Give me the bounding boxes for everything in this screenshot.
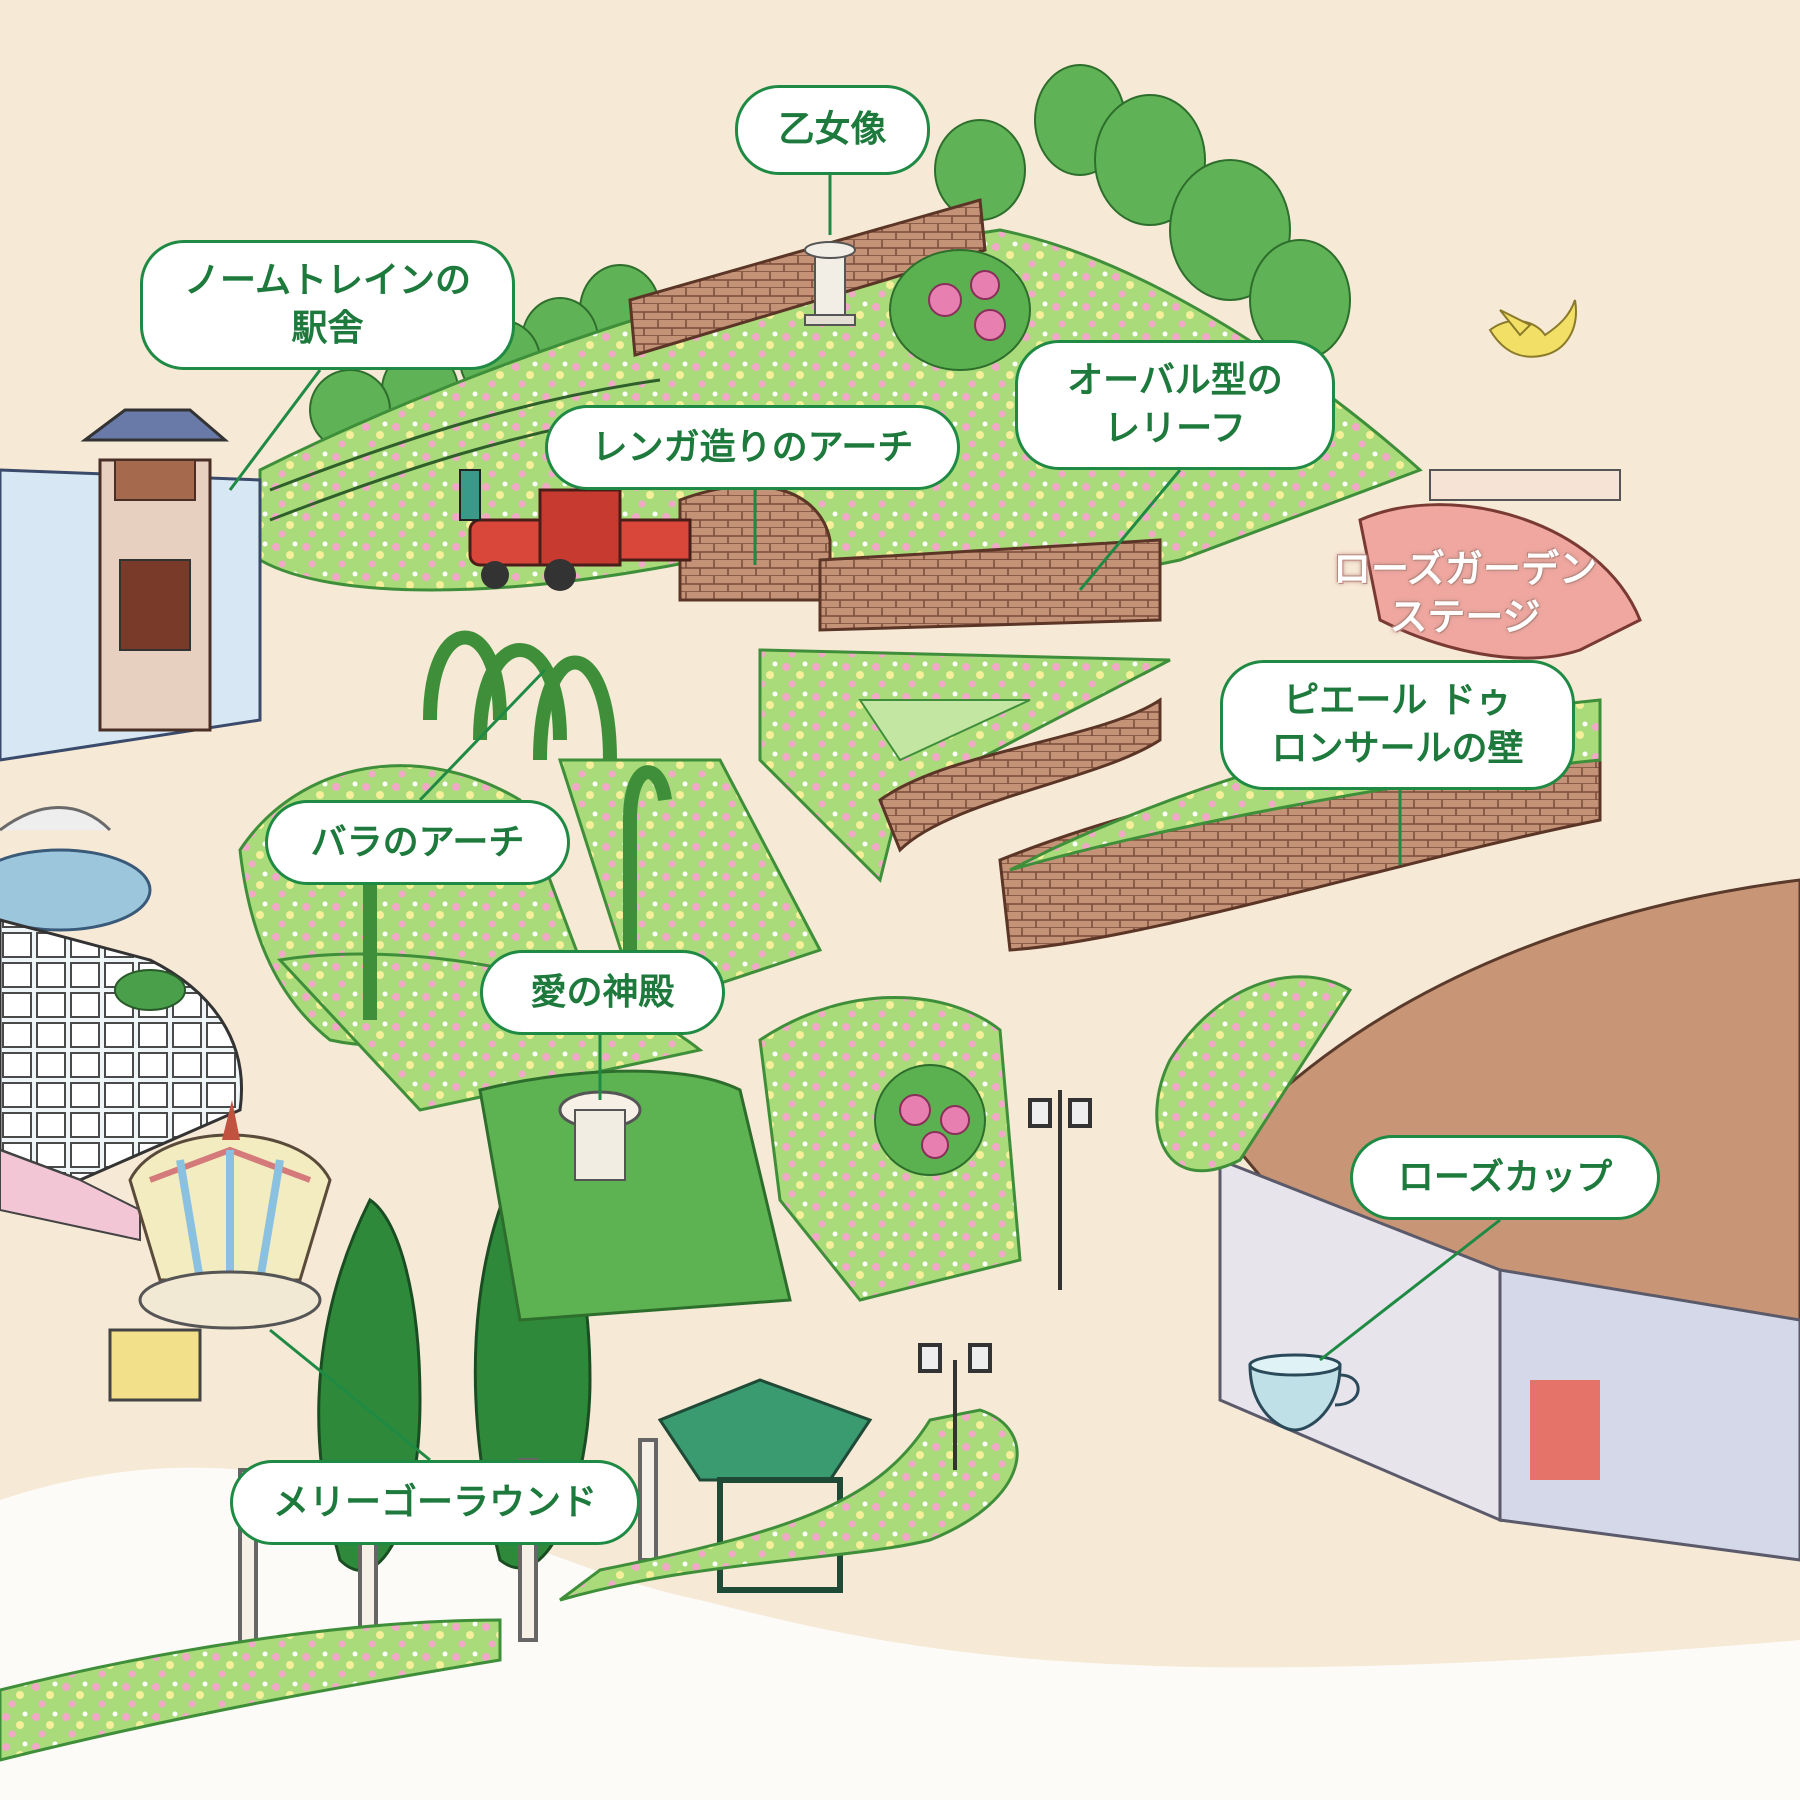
label-rose-arch-text: バラのアーチ [310,821,525,863]
label-oval-relief-line2: レリーフ [1104,408,1246,449]
bird-icon [1488,299,1577,358]
label-brick-arch-text: レンガ造りのアーチ [591,426,914,468]
train-icon [459,469,692,591]
label-gnome-train-line1: ノームトレインの [184,260,471,301]
rose-arch-structures [363,630,672,1020]
label-otome-statue-text: 乙女像 [778,109,887,150]
label-pierre-wall-line1: ピエール ドゥ [1283,680,1512,721]
label-otome-statue[interactable]: 乙女像 [735,85,930,175]
label-rose-garden-stage-line2: ステージ [1389,595,1541,639]
label-rose-cup[interactable]: ローズカップ [1350,1135,1660,1220]
label-oval-relief-line1: オーバル型の [1067,360,1283,401]
train-station-building [0,408,262,762]
label-temple-of-love[interactable]: 愛の神殿 [480,950,725,1035]
street-lamp-icon [918,1090,1092,1470]
label-merry-go-round[interactable]: メリーゴーラウンド [230,1460,640,1545]
label-pierre-wall-line2: ロンサールの壁 [1271,728,1524,769]
label-brick-arch[interactable]: レンガ造りのアーチ [545,405,960,490]
label-temple-of-love-text: 愛の神殿 [530,971,675,1013]
label-rose-garden-stage-line1: ローズガーデン [1332,547,1598,591]
label-gnome-train-line2: 駅舎 [291,308,364,349]
label-gnome-train-station[interactable]: ノームトレインの 駅舎 [140,240,515,370]
label-rose-arch[interactable]: バラのアーチ [265,800,570,885]
carousel-icon [128,1100,332,1330]
teacup-icon [1248,1353,1360,1432]
tree-line [309,64,1351,451]
label-oval-relief[interactable]: オーバル型の レリーフ [1015,340,1335,470]
label-rose-garden-stage: ローズガーデン ステージ [1310,545,1620,641]
label-pierre-de-ronsard-wall[interactable]: ピエール ドゥ ロンサールの壁 [1220,660,1575,790]
statue-icon [804,241,856,326]
label-merry-go-round-text: メリーゴーラウンド [272,1481,597,1523]
label-rose-cup-text: ローズカップ [1397,1156,1613,1198]
